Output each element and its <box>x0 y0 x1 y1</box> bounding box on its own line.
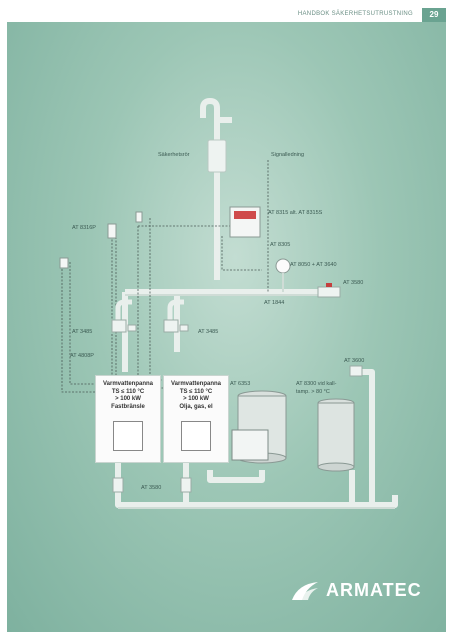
label-at3600: AT 3600 <box>344 358 365 364</box>
logo-text: ARMATEC <box>326 580 422 600</box>
device-box-left <box>59 257 69 269</box>
hot-water-heater <box>317 398 355 472</box>
boiler-fuel: Olja, gas, el <box>179 403 213 410</box>
label-sakerhetsror: Säkerhetsrör <box>158 152 190 158</box>
pipe-shading <box>118 294 395 509</box>
label-at6353: AT 6353 <box>230 381 251 387</box>
pressure-gauge <box>275 258 291 274</box>
safety-valve-left <box>111 299 137 333</box>
boiler-title: Varmvattenpanna <box>170 381 222 387</box>
control-display <box>234 211 256 219</box>
boiler-temp: TS ≤ 110 °C <box>179 388 213 395</box>
label-at8300-temp: tamp. > 80 °C <box>296 389 330 395</box>
label-signalledning: Signalledning <box>271 152 305 158</box>
valve-1844 <box>317 286 341 298</box>
safety-valve-right <box>163 299 189 333</box>
boiler-solid-fuel: Varmvattenpanna TS ≤ 110 °C > 100 kW Fas… <box>95 375 161 463</box>
safety-vessel <box>207 139 227 173</box>
boiler-control-panel <box>181 421 211 451</box>
page-number: 29 <box>422 8 446 22</box>
boiler-temp: TS ≤ 110 °C <box>111 388 145 395</box>
label-at8316p: AT 8316P <box>72 225 96 231</box>
valve-3600 <box>349 365 363 377</box>
valve-knob <box>326 283 332 287</box>
label-at3580-top: AT 3580 <box>343 280 364 286</box>
boiler-power: > 100 kW <box>183 396 209 402</box>
armatec-logo-icon <box>292 582 318 600</box>
diagram-panel <box>7 8 446 632</box>
boiler-title: Varmvattenpanna <box>102 381 154 387</box>
label-at1844: AT 1844 <box>264 300 285 306</box>
safety-pipe <box>200 98 220 280</box>
label-at8305: AT 8305 <box>270 242 291 248</box>
label-at3485-right: AT 3485 <box>198 329 219 335</box>
boiler-fuel: Fastbränsle <box>111 403 145 410</box>
boiler-power: > 100 kW <box>115 396 141 402</box>
label-at3580-bottom: AT 3580 <box>141 485 162 491</box>
pump-unit <box>231 429 269 461</box>
device-box <box>135 211 143 223</box>
boiler-control-panel <box>113 421 143 451</box>
valve-3580-right <box>180 477 192 493</box>
label-at3485-left: AT 3485 <box>72 329 93 335</box>
device-8316p <box>107 223 117 239</box>
header-bar <box>7 8 446 22</box>
label-at8315: AT 8315 alt. AT 8315S <box>268 210 323 216</box>
boiler-oil-gas: Varmvattenpanna TS ≤ 110 °C > 100 kW Olj… <box>163 375 229 463</box>
label-at4808p: AT 4808P <box>70 353 94 359</box>
valve-3580-left <box>112 477 124 493</box>
label-at8300: AT 8300 vid kall- <box>296 381 337 387</box>
label-at8050: AT 8050 + AT 3640 <box>290 262 337 268</box>
header-title: HANDBOK SÄKERHETSUTRUSTNING <box>297 11 413 17</box>
